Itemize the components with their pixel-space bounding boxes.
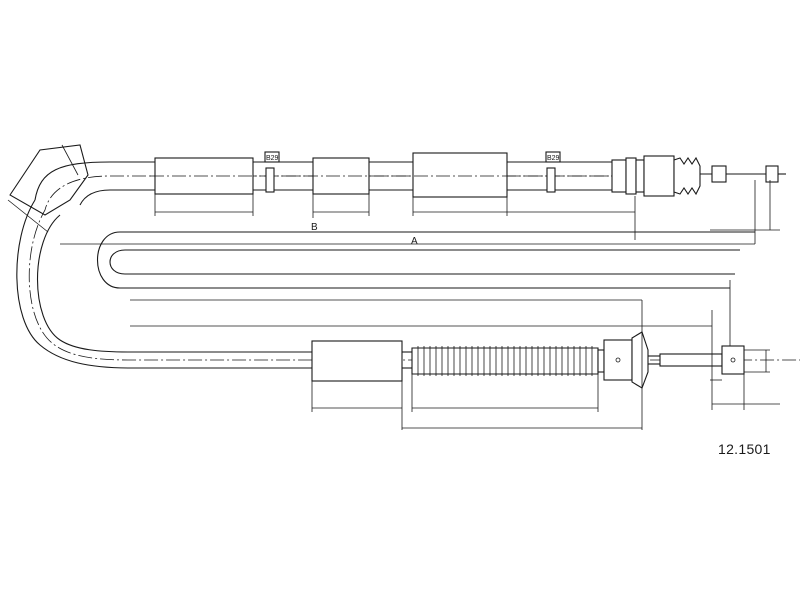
- cable-centerline: [28, 175, 800, 361]
- top-end-fitting: [611, 155, 786, 197]
- top-dimensions: B A: [60, 180, 780, 247]
- bottom-dimensions: [130, 280, 780, 430]
- bottom-assembly: [311, 331, 745, 389]
- dimension-label-a: A: [411, 236, 418, 247]
- clip-2: B29: [545, 151, 561, 193]
- clip-label: B29: [266, 155, 279, 162]
- part-number: 12.1501: [718, 441, 771, 457]
- clip-label: B29: [547, 155, 560, 162]
- dimension-label-b: B: [311, 222, 318, 233]
- clip-1: B29: [264, 151, 280, 193]
- inner-loop: [97, 231, 755, 289]
- spring-coils: [417, 346, 593, 376]
